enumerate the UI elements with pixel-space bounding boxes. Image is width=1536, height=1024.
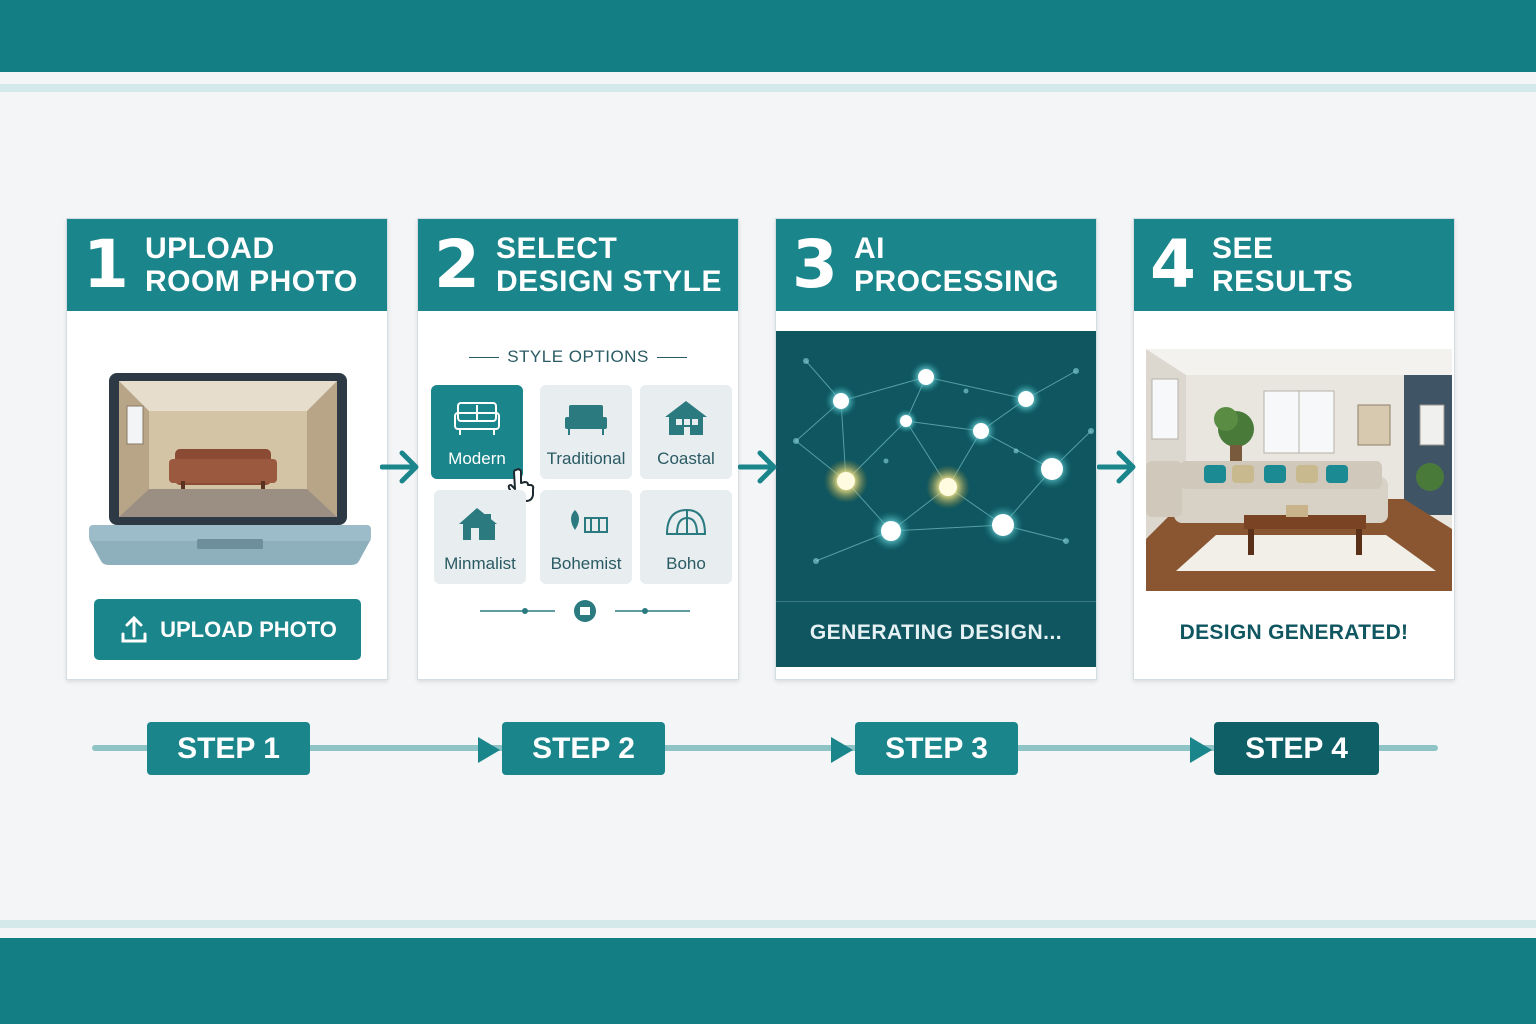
step-pill-3: STEP 3	[855, 722, 1018, 775]
style-tile-modern[interactable]: Modern	[431, 385, 523, 479]
card-title-line1: SELECT	[495, 232, 618, 265]
bottom-accent-line	[0, 920, 1536, 928]
card-title: AI PROCESSING	[854, 232, 1059, 298]
card-title-line1: AI	[853, 232, 885, 265]
arrow-right-icon	[478, 737, 500, 763]
decor-icon	[665, 508, 707, 535]
traditional-icon	[565, 405, 607, 435]
sofa-icon	[454, 402, 500, 435]
pagination-control[interactable]	[480, 599, 690, 623]
step-card-ai-processing: 3 AI PROCESSING	[775, 218, 1097, 680]
style-label: Minmalist	[444, 554, 516, 573]
house-icon	[459, 508, 497, 540]
style-options-label: STYLE OPTIONS	[507, 347, 649, 366]
style-tile-bohemist[interactable]: Bohemist	[540, 490, 632, 584]
design-generated-status: DESIGN GENERATED!	[1179, 621, 1409, 644]
style-tile-boho[interactable]: Boho	[640, 490, 732, 584]
arrow-right-icon	[1190, 737, 1212, 763]
step-timeline	[92, 745, 1438, 751]
step-number: 1	[83, 226, 129, 303]
style-options-heading: STYLE OPTIONS	[418, 347, 738, 367]
style-label: Bohemist	[550, 554, 622, 573]
step-pill-label: STEP 3	[885, 731, 988, 765]
style-label: Traditional	[546, 449, 626, 468]
top-band	[0, 0, 1536, 72]
step-pill-label: STEP 4	[1245, 731, 1348, 765]
arrow-right-icon	[738, 450, 777, 484]
card-header: 1 UPLOAD ROOM PHOTO	[67, 219, 387, 311]
card-title-line2: DESIGN STYLE	[495, 265, 722, 298]
step-pill-2: STEP 2	[502, 722, 665, 775]
step-number: 4	[1150, 226, 1196, 303]
card-title-line1: SEE	[1211, 232, 1274, 265]
step-card-select-style: 2 SELECT DESIGN STYLE STYLE OPTIONS Mode…	[417, 218, 739, 680]
step-pill-4: STEP 4	[1214, 722, 1379, 775]
network-icon	[793, 358, 1094, 564]
card-title: SEE RESULTS	[1212, 232, 1353, 298]
upload-photo-button[interactable]: UPLOAD PHOTO	[94, 599, 361, 660]
step-number: 2	[434, 226, 480, 303]
upload-photo-label: UPLOAD PHOTO	[160, 616, 337, 642]
ai-processing-panel: GENERATING DESIGN...	[776, 331, 1096, 667]
style-tile-coastal[interactable]: Coastal	[640, 385, 732, 479]
arrow-right-icon	[1097, 450, 1136, 484]
card-title: SELECT DESIGN STYLE	[496, 232, 722, 298]
step-card-results: 4 SEE RESULTS DESIGN GENERATED!	[1133, 218, 1455, 680]
style-label: Boho	[666, 554, 706, 573]
house-icon	[665, 401, 707, 435]
card-title-line2: ROOM PHOTO	[144, 265, 358, 298]
arrow-right-icon	[831, 737, 853, 763]
card-title-line2: PROCESSING	[853, 265, 1059, 298]
step-pill-label: STEP 1	[177, 731, 280, 765]
card-title-line2: RESULTS	[1211, 265, 1354, 298]
result-room-image	[1146, 349, 1452, 591]
bottom-band	[0, 938, 1536, 1024]
step-pill-label: STEP 2	[532, 731, 635, 765]
card-header: 3 AI PROCESSING	[776, 219, 1096, 311]
laptop-icon	[89, 373, 371, 565]
card-title-line1: UPLOAD	[144, 232, 275, 265]
style-tile-minmalist[interactable]: Minmalist	[434, 490, 526, 584]
card-header: 4 SEE RESULTS	[1134, 219, 1454, 311]
style-label: Modern	[448, 449, 506, 468]
upload-icon	[121, 615, 147, 642]
panel-divider	[776, 601, 1096, 602]
top-accent-line	[0, 84, 1536, 92]
card-title: UPLOAD ROOM PHOTO	[145, 232, 358, 298]
step-card-upload: 1 UPLOAD ROOM PHOTO UPLOAD PHOTO	[66, 218, 388, 680]
style-label: Coastal	[657, 449, 715, 468]
decor-icon	[571, 510, 608, 533]
step-number: 3	[792, 226, 838, 303]
arrow-right-icon	[380, 450, 419, 484]
generating-status: GENERATING DESIGN...	[809, 621, 1063, 644]
style-tile-traditional[interactable]: Traditional	[540, 385, 632, 479]
step-pill-1: STEP 1	[147, 722, 310, 775]
card-header: 2 SELECT DESIGN STYLE	[418, 219, 738, 311]
